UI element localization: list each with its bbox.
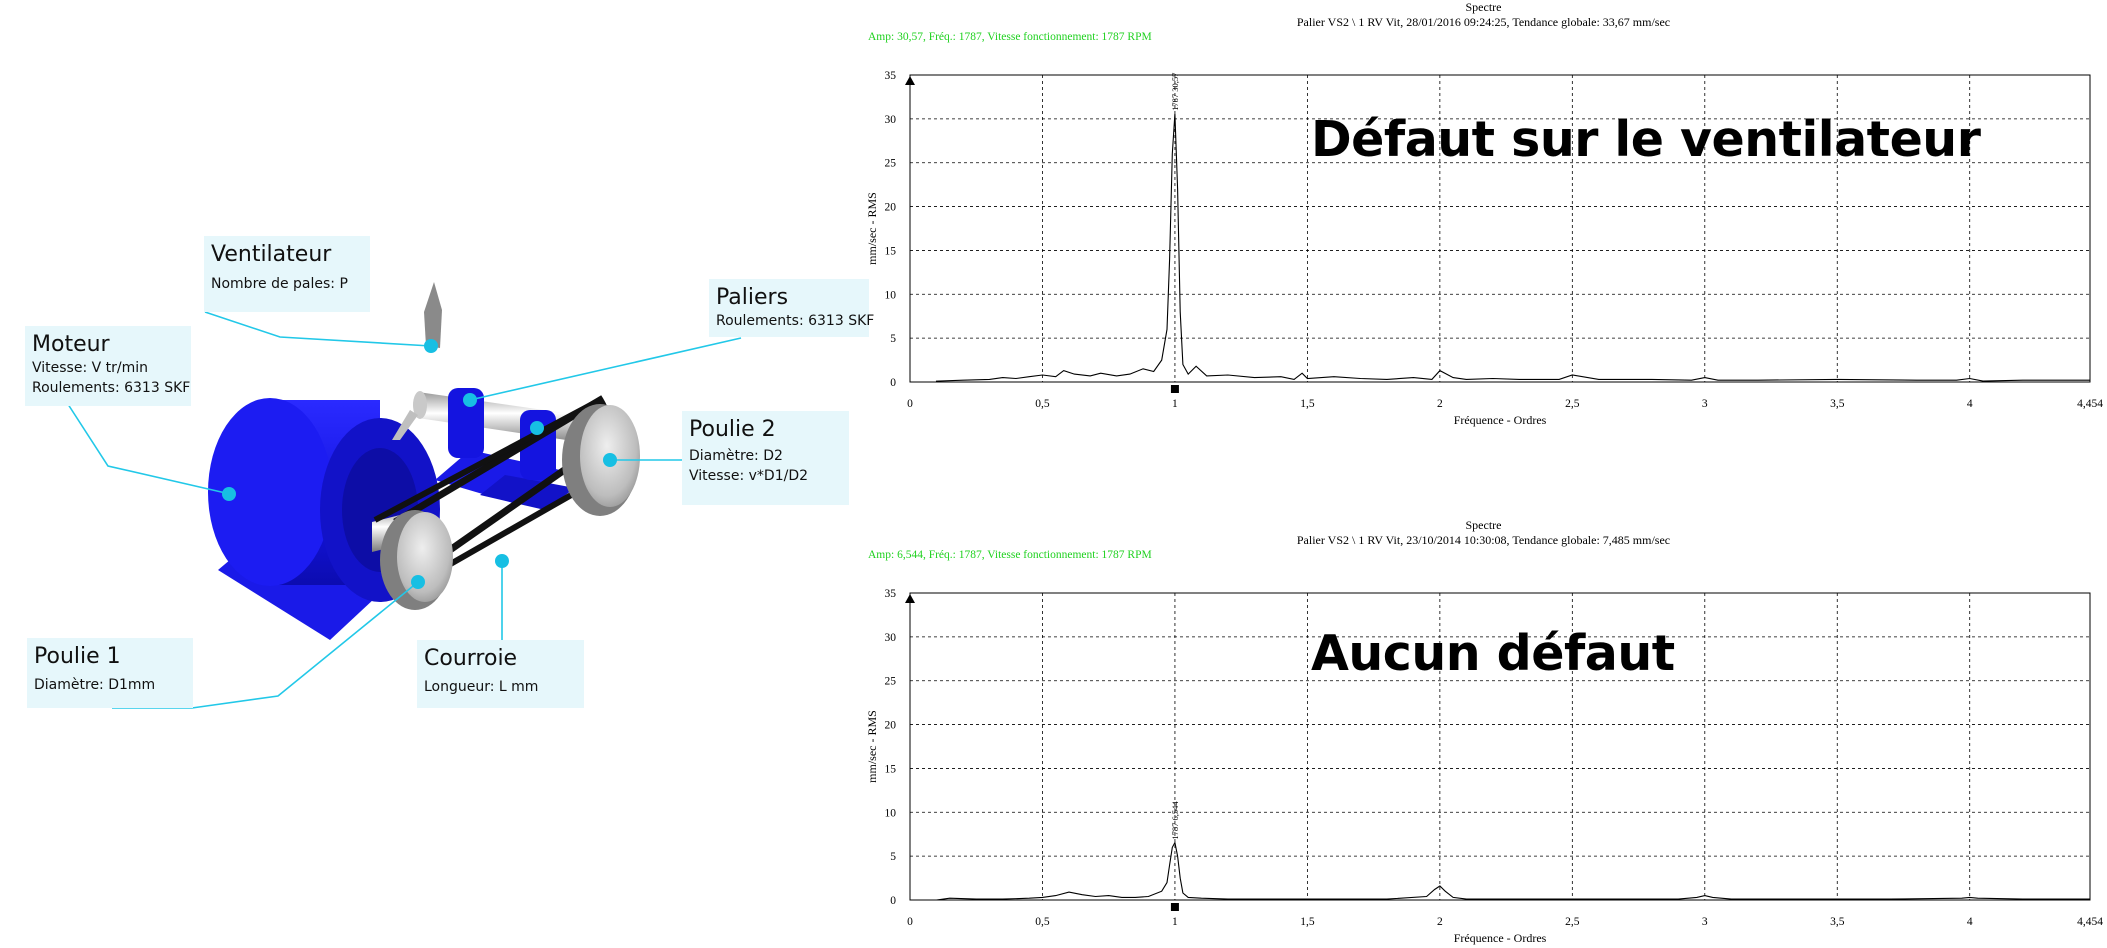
- x-tick-label: 1,5: [1300, 398, 1315, 410]
- y-tick-label: 5: [890, 851, 896, 863]
- label-poulie1: Poulie 1 Diamètre: D1mm: [27, 638, 193, 708]
- x-tick-label: 4,454: [2077, 398, 2103, 410]
- callout-line-paliers: [469, 337, 742, 401]
- y-tick-label: 20: [885, 202, 897, 214]
- label-courroie-line: Longueur: L mm: [424, 679, 539, 695]
- plot-frame: [909, 74, 2091, 383]
- label-poulie2-line-2: Vitesse: v*D1/D2: [689, 468, 809, 484]
- x-tick-label: 4: [1967, 398, 1973, 410]
- spectrum-line: [935, 113, 2090, 382]
- peak-cursor-marker: [1170, 385, 1179, 393]
- x-tick-label: 3,5: [1830, 916, 1845, 928]
- x-tick-label: 4: [1967, 916, 1973, 928]
- callout-dot-ventilateur: [424, 339, 438, 353]
- y-tick-label: 20: [885, 720, 897, 732]
- pulley-1: [397, 512, 453, 602]
- spectrum-1-amp-line: Amp: 30,57, Fréq.: 1787, Vitesse fonctio…: [868, 31, 1152, 43]
- y-tick-label: 5: [890, 333, 896, 345]
- y-tick-label: 30: [885, 114, 897, 126]
- y-tick-label: 0: [890, 895, 896, 907]
- x-tick-label: 0: [907, 916, 913, 928]
- x-tick-label: 3: [1702, 916, 1708, 928]
- peak-label: 1787 6,544: [1170, 801, 1180, 840]
- x-tick-label: 2: [1437, 916, 1443, 928]
- spectrum-1-annotation: Défaut sur le ventilateur: [1311, 111, 1981, 168]
- y-axis-marker: [905, 594, 915, 603]
- y-tick-label: 15: [885, 763, 897, 775]
- spectrum-panel-2: Spectre Palier VS2 \ 1 RV Vit, 23/10/201…: [860, 518, 2107, 948]
- label-ventilateur-line: Nombre de pales: P: [211, 276, 348, 292]
- y-tick-label: 25: [885, 676, 897, 688]
- label-ventilateur-title: Ventilateur: [211, 242, 332, 267]
- x-tick-label: 2,5: [1565, 916, 1580, 928]
- x-tick-label: 0,5: [1035, 916, 1050, 928]
- y-tick-label: 30: [885, 632, 897, 644]
- label-moteur-line-1: Vitesse: V tr/min: [32, 360, 149, 376]
- peak-label: 1787 30,57: [1170, 73, 1180, 111]
- motor-rear-face: [208, 398, 332, 586]
- callout-dot-poulie1: [411, 575, 425, 589]
- spectrum-2-subtitle: Palier VS2 \ 1 RV Vit, 23/10/2014 10:30:…: [1296, 533, 1671, 547]
- callout-line-ventilateur: [204, 311, 432, 347]
- y-tick-label: 25: [885, 158, 897, 170]
- x-axis-label: Fréquence - Ordres: [1454, 413, 1547, 427]
- callout-line-poulie1: [112, 581, 419, 709]
- spectrum-1-subtitle: Palier VS2 \ 1 RV Vit, 28/01/2016 09:24:…: [1296, 15, 1671, 29]
- spectrum-chart-1: 0 0,5 1 1,5 2 2,5 3 3,5 4 4,454 0 5 10 15 20 25 30 35Fréq…: [865, 70, 2103, 427]
- bearing-block-1: [448, 388, 484, 458]
- y-tick-label: 35: [885, 588, 897, 600]
- x-tick-label: 1: [1172, 916, 1178, 928]
- y-tick-label: 35: [885, 70, 897, 82]
- x-tick-label: 1,5: [1300, 916, 1315, 928]
- spectrum-2-title: Spectre: [1465, 518, 1502, 532]
- x-tick-label: 2: [1437, 398, 1443, 410]
- fan-blade-top: [424, 282, 442, 348]
- callout-dot-paliers-2: [530, 421, 544, 435]
- spectrum-chart-2: 0 0,5 1 1,5 2 2,5 3 3,5 4 4,454 0 5 10 15 20 25 30 35Fréq…: [865, 588, 2103, 945]
- label-paliers: Paliers Roulements: 6313 SKF: [709, 279, 875, 337]
- x-tick-label: 2,5: [1565, 398, 1580, 410]
- label-poulie2-line-1: Diamètre: D2: [689, 448, 783, 464]
- y-axis-marker: [905, 76, 915, 85]
- callout-line-moteur: [63, 397, 231, 495]
- machine-illustration: [63, 282, 742, 709]
- x-tick-label: 0,5: [1035, 398, 1050, 410]
- spectrum-line: [936, 841, 2090, 901]
- label-paliers-title: Paliers: [716, 285, 789, 310]
- y-tick-label: 0: [890, 377, 896, 389]
- label-moteur-line-2: Roulements: 6313 SKF: [32, 380, 191, 396]
- label-courroie-title: Courroie: [424, 646, 518, 671]
- y-axis-label: mm/sec - RMS: [865, 192, 879, 265]
- y-tick-label: 10: [885, 807, 897, 819]
- spectrum-panel-1: Spectre Palier VS2 \ 1 RV Vit, 28/01/201…: [860, 0, 2107, 430]
- callout-dot-poulie2: [603, 453, 617, 467]
- label-poulie1-line: Diamètre: D1mm: [34, 677, 156, 693]
- x-tick-label: 4,454: [2077, 916, 2103, 928]
- x-tick-label: 3,5: [1830, 398, 1845, 410]
- spectrum-1-title: Spectre: [1465, 0, 1502, 14]
- label-courroie: Courroie Longueur: L mm: [417, 640, 584, 708]
- x-tick-label: 1: [1172, 398, 1178, 410]
- callout-dot-paliers-1: [463, 393, 477, 407]
- spectrum-2-annotation: Aucun défaut: [1311, 625, 1675, 682]
- spectrum-2-amp-line: Amp: 6,544, Fréq.: 1787, Vitesse fonctio…: [868, 549, 1152, 561]
- x-tick-label: 0: [907, 398, 913, 410]
- callout-dot-moteur: [222, 487, 236, 501]
- y-tick-label: 15: [885, 245, 897, 257]
- fan-blade-bottom: [392, 410, 418, 440]
- label-moteur-title: Moteur: [32, 332, 110, 357]
- label-poulie1-title: Poulie 1: [34, 644, 121, 669]
- label-poulie2: Poulie 2 Diamètre: D2 Vitesse: v*D1/D2: [682, 411, 849, 505]
- x-axis-label: Fréquence - Ordres: [1454, 931, 1547, 945]
- x-tick-label: 3: [1702, 398, 1708, 410]
- callout-dot-courroie: [495, 554, 509, 568]
- label-ventilateur: Ventilateur Nombre de pales: P: [204, 236, 370, 312]
- peak-cursor-marker: [1170, 903, 1179, 911]
- plot-frame: [909, 592, 2091, 901]
- y-axis-label: mm/sec - RMS: [865, 710, 879, 783]
- y-tick-label: 10: [885, 289, 897, 301]
- label-moteur: Moteur Vitesse: V tr/min Roulements: 631…: [25, 326, 191, 406]
- label-paliers-line: Roulements: 6313 SKF: [716, 313, 875, 329]
- label-poulie2-title: Poulie 2: [689, 417, 776, 442]
